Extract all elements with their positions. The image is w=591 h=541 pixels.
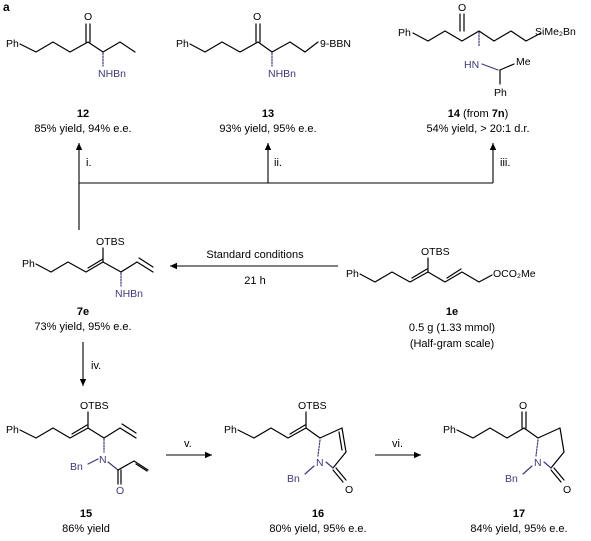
compound-12-id: 12 [77, 108, 89, 120]
svg-text:Ph: Ph [6, 424, 19, 436]
compound-7e-id: 7e [77, 306, 89, 318]
compound-1e-caption-line1: 0.5 g (1.33 mmol) [409, 322, 495, 334]
step-v-label: v. [184, 438, 192, 450]
compound-1e-id: 1e [446, 306, 458, 318]
branch-arrows [75, 143, 497, 230]
compound-7e-caption: 73% yield, 95% e.e. [34, 321, 131, 333]
svg-text:Ph: Ph [176, 38, 189, 50]
svg-text:OCO₂Me: OCO₂Me [493, 268, 536, 280]
svg-text:Me: Me [516, 56, 531, 68]
compound-15-caption: 86% yield [62, 523, 110, 535]
compound-17-structure: Ph O N Bn O [443, 400, 571, 496]
compound-14-id: 14 (from 7n) [448, 108, 509, 120]
step-ii-label: ii. [274, 157, 282, 169]
svg-text:OTBS: OTBS [298, 400, 327, 412]
compound-13-id: 13 [262, 108, 274, 120]
svg-text:O: O [458, 2, 466, 14]
svg-text:O: O [253, 11, 261, 23]
svg-text:HN: HN [464, 59, 479, 71]
svg-text:Ph: Ph [346, 268, 359, 280]
svg-text:Ph: Ph [494, 87, 507, 99]
compound-12-structure: Ph O NHBn [6, 11, 136, 80]
compound-13-structure: Ph O 9-BBN NHBn [176, 11, 351, 80]
svg-text:Bn: Bn [287, 473, 300, 485]
svg-text:O: O [519, 400, 527, 412]
svg-text:OTBS: OTBS [96, 236, 125, 248]
svg-text:OTBS: OTBS [421, 246, 450, 258]
svg-text:SiMe₂Bn: SiMe₂Bn [535, 26, 576, 38]
svg-text:OTBS: OTBS [80, 400, 109, 412]
compound-15-id: 15 [80, 508, 92, 520]
step-iii-label: iii. [500, 157, 510, 169]
svg-text:N: N [316, 457, 324, 469]
compound-13-caption: 93% yield, 95% e.e. [219, 123, 316, 135]
svg-text:N: N [99, 454, 107, 466]
svg-text:N: N [534, 457, 542, 469]
compound-1e-structure: Ph OTBS OCO₂Me [346, 246, 536, 283]
main-arrow-time: 21 h [244, 275, 265, 287]
svg-text:Bn: Bn [70, 461, 83, 473]
compound-12-caption: 85% yield, 94% e.e. [34, 123, 131, 135]
svg-text:Ph: Ph [398, 27, 411, 39]
svg-text:O: O [345, 484, 353, 496]
svg-text:9-BBN: 9-BBN [320, 38, 351, 50]
compound-15-structure: Ph OTBS N Bn O [6, 400, 149, 497]
svg-text:Ph: Ph [6, 38, 19, 50]
svg-text:NHBn: NHBn [115, 288, 143, 300]
svg-text:O: O [116, 485, 124, 497]
main-arrow-conditions: Standard conditions [206, 249, 304, 261]
compound-17-caption: 84% yield, 95% e.e. [470, 523, 567, 535]
compound-16-id: 16 [312, 508, 324, 520]
compound-1e-caption-line2: (Half-gram scale) [410, 338, 494, 350]
panel-label: a [3, 0, 10, 14]
step-i-label: i. [86, 157, 92, 169]
step-vi-label: vi. [392, 438, 403, 450]
svg-text:Ph: Ph [443, 424, 456, 436]
compound-17-id: 17 [513, 508, 525, 520]
svg-text:NHBn: NHBn [98, 68, 126, 80]
svg-text:O: O [84, 11, 92, 23]
svg-text:Ph: Ph [22, 258, 35, 270]
compound-14-caption: 54% yield, > 20:1 d.r. [426, 123, 529, 135]
svg-text:Ph: Ph [224, 424, 237, 436]
svg-text:NHBn: NHBn [268, 68, 296, 80]
step-iv-label: iv. [91, 360, 101, 372]
compound-7e-structure: Ph OTBS NHBn [22, 236, 154, 300]
svg-text:Bn: Bn [505, 473, 518, 485]
compound-14-structure: Ph O SiMe₂Bn HN Me Ph [398, 2, 576, 99]
svg-text:O: O [563, 484, 571, 496]
compound-16-structure: Ph OTBS N Bn O [224, 400, 353, 496]
compound-16-caption: 80% yield, 95% e.e. [269, 523, 366, 535]
